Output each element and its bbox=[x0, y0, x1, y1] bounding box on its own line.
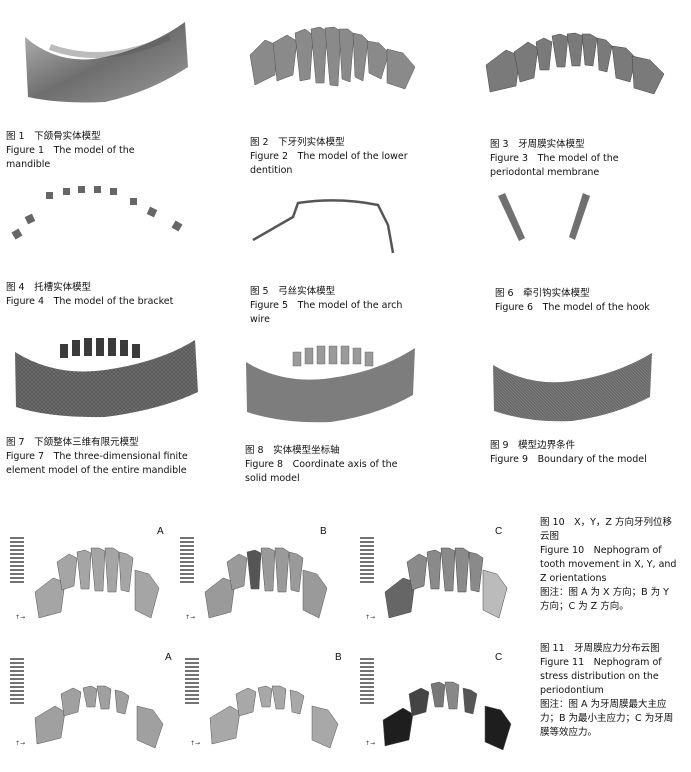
figure-8-title-en: Figure 8 Coordinate axis of the solid mo… bbox=[245, 459, 398, 484]
figure-11-note: 图注：图 A 为牙周膜最大主应力；B 为最小主应力；C 为牙周膜等效应力。 bbox=[540, 699, 674, 738]
arch-wire-model-image bbox=[248, 195, 408, 260]
figure-11-caption: 图 11 牙周膜应力分布云图 Figure 11 Nephogram of st… bbox=[540, 642, 680, 740]
coordinate-axis-model-image bbox=[243, 340, 418, 425]
figure-10-panel-c: ↑→ C bbox=[355, 522, 515, 630]
panel-label: C bbox=[495, 526, 503, 537]
mandible-model-image bbox=[20, 12, 190, 107]
color-legend bbox=[10, 658, 24, 704]
figure-5-title-cn: 图 5 弓丝实体模型 bbox=[250, 286, 336, 297]
figure-2-title-en: Figure 2 The model of the lower dentitio… bbox=[250, 151, 408, 176]
axis-triad: ↑→ bbox=[15, 614, 26, 621]
finite-element-mandible-image bbox=[10, 332, 200, 422]
figure-6-title-cn: 图 6 牵引钩实体模型 bbox=[495, 288, 590, 299]
hook-model-image bbox=[495, 188, 605, 248]
panel-label: A bbox=[157, 526, 164, 537]
axis-triad: ↑→ bbox=[185, 614, 196, 621]
figure-2-title-cn: 图 2 下牙列实体模型 bbox=[250, 137, 345, 148]
figure-5-title-en: Figure 5 The model of the arch wire bbox=[250, 300, 403, 325]
figure-11-title-cn: 图 11 牙周膜应力分布云图 bbox=[540, 643, 660, 654]
figure-11-panel-b: ↑→ B bbox=[180, 648, 345, 756]
figure-10-panel-b: ↑→ B bbox=[175, 522, 335, 630]
figure-8-caption: 图 8 实体模型坐标轴 Figure 8 Coordinate axis of … bbox=[245, 444, 415, 486]
figure-4-title-cn: 图 4 托槽实体模型 bbox=[6, 282, 92, 293]
figure-2-caption: 图 2 下牙列实体模型 Figure 2 The model of the lo… bbox=[250, 136, 425, 178]
panel-label: B bbox=[320, 526, 327, 537]
panel-label: C bbox=[495, 652, 503, 663]
figure-9-caption: 图 9 模型边界条件 Figure 9 Boundary of the mode… bbox=[490, 439, 670, 467]
figure-6-caption: 图 6 牵引钩实体模型 Figure 6 The model of the ho… bbox=[495, 287, 675, 315]
lower-dentition-model-image bbox=[245, 15, 420, 95]
periodontal-membrane-model-image bbox=[482, 20, 667, 100]
figure-11-panel-c: ↑→ C bbox=[355, 648, 520, 756]
boundary-model-image bbox=[490, 345, 655, 425]
figure-1-title-en: Figure 1 The model of the mandible bbox=[6, 145, 135, 170]
figure-10-title-en: Figure 10 Nephogram of tooth movement in… bbox=[540, 545, 677, 584]
figure-9-title-cn: 图 9 模型边界条件 bbox=[490, 440, 576, 451]
figure-10-note: 图注：图 A 为 X 方向；B 为 Y 方向；C 为 Z 方向。 bbox=[540, 587, 669, 612]
figure-10-caption: 图 10 X，Y，Z 方向牙列位移云图 Figure 10 Nephogram … bbox=[540, 516, 680, 614]
panel-label: A bbox=[165, 652, 172, 663]
color-legend bbox=[10, 537, 24, 583]
figure-1-caption: 图 1 下颌骨实体模型 Figure 1 The model of the ma… bbox=[6, 130, 156, 172]
figure-9-title-en: Figure 9 Boundary of the model bbox=[490, 454, 647, 465]
figure-11-panel-a: ↑→ A bbox=[5, 648, 172, 756]
figure-4-caption: 图 4 托槽实体模型 Figure 4 The model of the bra… bbox=[6, 281, 206, 309]
axis-triad: ↑→ bbox=[15, 740, 26, 747]
axis-triad: ↑→ bbox=[190, 740, 201, 747]
color-legend bbox=[180, 537, 194, 583]
figure-10-panel-a: ↑→ A bbox=[5, 522, 170, 630]
figure-3-caption: 图 3 牙周膜实体模型 Figure 3 The model of the pe… bbox=[490, 138, 640, 180]
figure-10-title-cn: 图 10 X，Y，Z 方向牙列位移云图 bbox=[540, 517, 672, 542]
figure-11-title-en: Figure 11 Nephogram of stress distributi… bbox=[540, 657, 662, 696]
panel-label: B bbox=[335, 652, 342, 663]
figure-7-caption: 图 7 下颌整体三维有限元模型 Figure 7 The three-dimen… bbox=[6, 436, 206, 478]
color-legend bbox=[360, 537, 374, 583]
axis-triad: ↑→ bbox=[365, 614, 376, 621]
color-legend bbox=[185, 658, 199, 704]
figure-7-title-en: Figure 7 The three-dimensional finite el… bbox=[6, 451, 188, 476]
figure-1-title-cn: 图 1 下颌骨实体模型 bbox=[6, 131, 101, 142]
figure-7-title-cn: 图 7 下颌整体三维有限元模型 bbox=[6, 437, 139, 448]
axis-triad: ↑→ bbox=[365, 740, 376, 747]
bracket-model-image bbox=[8, 180, 188, 250]
figure-3-title-en: Figure 3 The model of the periodontal me… bbox=[490, 153, 619, 178]
figure-3-title-cn: 图 3 牙周膜实体模型 bbox=[490, 139, 585, 150]
color-legend bbox=[360, 658, 374, 704]
figure-6-title-en: Figure 6 The model of the hook bbox=[495, 302, 650, 313]
figure-8-title-cn: 图 8 实体模型坐标轴 bbox=[245, 445, 340, 456]
figure-5-caption: 图 5 弓丝实体模型 Figure 5 The model of the arc… bbox=[250, 285, 415, 327]
figure-4-title-en: Figure 4 The model of the bracket bbox=[6, 296, 174, 307]
